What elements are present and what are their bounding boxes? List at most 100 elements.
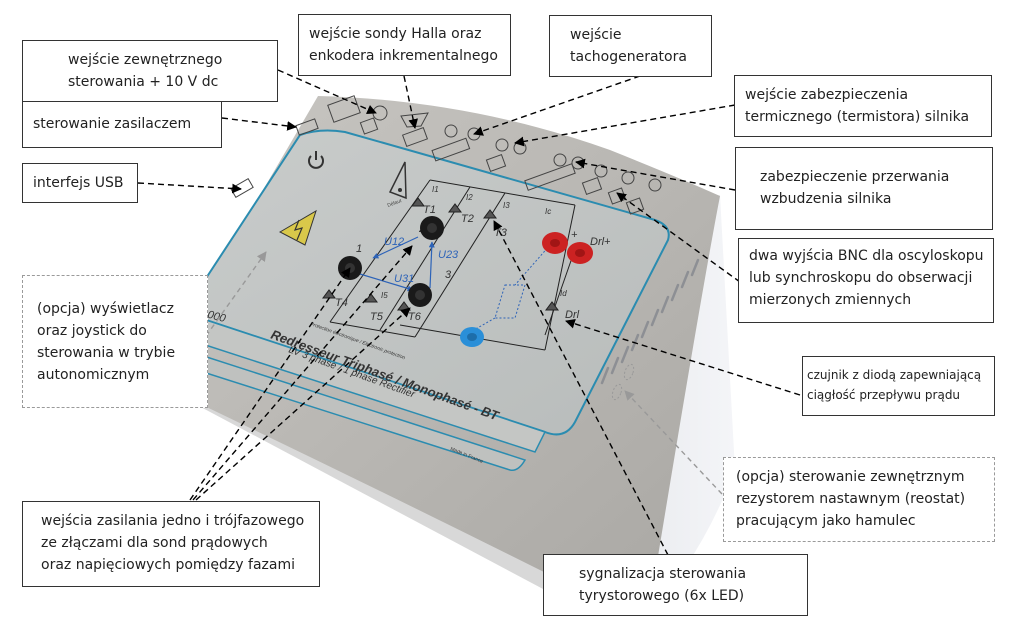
high-voltage-warning-icon [278,209,317,246]
callout-excitation: zabezpieczenie przerwania wzbudzenia sil… [735,147,993,230]
leader-thermal [514,104,736,147]
bottom-strip [176,349,527,472]
label-u23: U23 [438,249,459,261]
panel-symbols: Défaut [278,151,407,246]
voltage-arrows [359,236,435,292]
callout-text: sygnalizacja sterowania [579,566,747,582]
callout-text: enkodera inkrementalnego [309,48,498,64]
callout-text: wejście sondy Halla oraz [309,26,482,42]
u31-arrow [359,273,414,292]
callout-text: wejście zabezpieczenia [745,87,909,103]
leader-thyristor-leds [493,220,669,556]
callout-text: (opcja) wyświetlacz [37,301,174,317]
rheostat-connector-placeholder [611,383,623,401]
power-icon [308,151,324,169]
callout-display-joystick: (opcja) wyświetlacz oraz joystick do ste… [22,275,208,408]
u23-arrow [428,241,435,289]
callout-thermal: wejście zabezpieczenia termicznego (term… [734,75,992,137]
callout-text: pracującym jako hamulec [736,513,916,529]
label-t4: T4 [335,297,348,309]
top-connectors [230,95,662,215]
callout-text: sterowanie zasilaczem [33,116,192,132]
callout-text: ciągłość przepływu prądu [807,388,961,402]
leader-ext-control [277,69,377,114]
leader-hall-encoder [403,75,418,129]
thyristor-symbols [322,197,559,311]
label-t6: T6 [408,311,422,323]
sync-connector [594,164,608,178]
leader-supply-1 [189,267,351,501]
thyristor-t2 [448,203,462,213]
label-drl-plus: Drl+ [590,236,611,248]
callout-rheostat: (opcja) sterowanie zewnętrznym rezystore… [723,457,995,542]
leader-power-control [221,117,297,131]
label-u31: U31 [394,273,414,285]
fault-warning-icon: Défaut [387,161,407,209]
label-t2: T2 [461,213,474,225]
callout-text: sterowania + 10 V dc [68,74,219,90]
circuit-diode-branch [544,254,574,336]
label-phase-3: 3 [445,269,452,281]
callout-thyristor-leds: sygnalizacja sterowania tyrystorowego (6… [543,554,808,616]
callout-text: wejście zewnętrznego [68,52,223,68]
leader-bnc [616,192,741,283]
callout-text: wejścia zasilania jedno i trójfazowego [41,513,305,529]
callout-hall-encoder: wejście sondy Halla oraz enkodera inkrem… [298,14,511,76]
callout-diode-sensor: czujnik z diodą zapewniającą ciągłość pr… [802,356,995,416]
thyristor-t5 [364,293,378,303]
callout-text: ze złączami dla sond prądowych [41,535,268,551]
label-plus: + [571,229,578,241]
callout-tacho: wejście tachogeneratora [549,15,712,77]
callout-text: tyrystorowego (6x LED) [579,588,745,604]
encoder-label [401,126,429,148]
callout-text: interfejs USB [33,175,124,191]
vent-slots [600,258,700,385]
label-ic: Ic [545,207,551,216]
callout-power-control: sterowanie zasilaczem [22,100,222,148]
sync-label [581,176,603,196]
leader-supply-2 [192,245,413,501]
callout-text: (opcja) sterowanie zewnętrznym [736,469,965,485]
label-i2: I2 [466,193,473,202]
terminals [338,216,593,347]
label-u12: U12 [384,236,404,248]
diode-drl [545,301,559,311]
callout-text: wzbudzenia silnika [760,191,892,207]
callout-text: lub synchroskopu do obserwacji [749,270,973,286]
label-i3: I3 [503,201,510,210]
leader-supply-3 [195,307,411,501]
leader-diode-sensor [565,318,801,396]
pto-connector-a [495,138,509,152]
leader-excitation [575,158,736,191]
callout-text: tachogeneratora [570,49,687,65]
callout-text: oraz napięciowych pomiędzy fazami [41,557,295,573]
label-t5: T5 [370,311,384,323]
label-phase-1: 1 [356,243,362,255]
callout-text: dwa wyjścia BNC dla oscyloskopu [749,248,984,264]
callout-ext-control: wejście zewnętrznego sterowania + 10 V d… [22,40,278,102]
callout-text: oraz joystick do [37,323,147,339]
callout-text: wejście [570,27,622,43]
u12-arrow [372,236,419,259]
callout-supply-inputs: wejścia zasilania jedno i trójfazowego z… [22,501,320,587]
rheostat-connector-placeholder [623,363,635,381]
label-i5: I5 [381,291,388,300]
callout-usb: interfejs USB [22,163,138,203]
callout-text: czujnik z diodą zapewniającą [807,368,982,382]
callout-bnc: dwa wyjścia BNC dla oscyloskopu lub sync… [738,238,994,323]
excitation-connector-a [553,153,567,167]
usb-port [230,177,254,199]
leader-lines [137,69,801,556]
leader-usb [137,182,242,194]
label-id: Id [560,289,567,298]
callout-text: termicznego (termistora) silnika [745,109,970,125]
pto-label [485,153,507,173]
bnc-s2-label [625,197,645,215]
callout-text: zabezpieczenie przerwania [760,169,950,185]
bnc-s1-connector [621,171,635,185]
e0-label [359,117,379,135]
thyristor-t1 [411,197,425,207]
callout-text: autonomicznym [37,367,150,383]
off-switch-label [295,118,319,136]
tacho-label [431,137,471,162]
